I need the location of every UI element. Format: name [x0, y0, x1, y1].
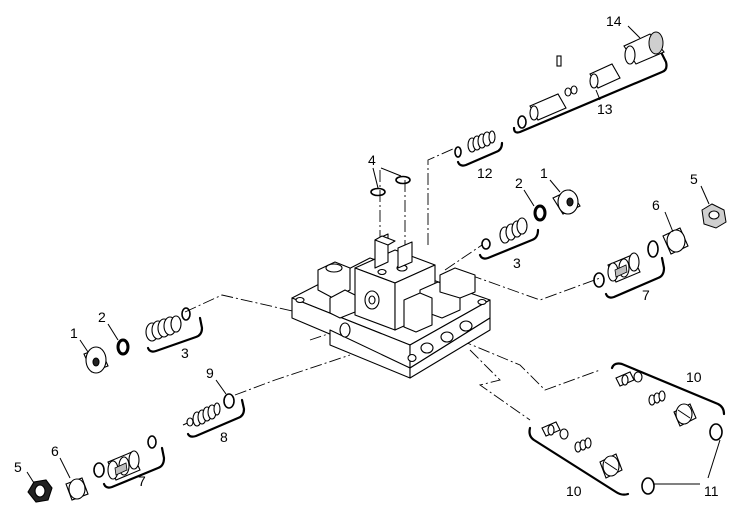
- label-8: 8: [220, 429, 228, 445]
- valve-spool-right: [607, 252, 641, 283]
- spring-left: [145, 315, 182, 342]
- upper-plug-assembly: [615, 371, 697, 427]
- label-2-right: 2: [515, 175, 523, 191]
- top-right-group: [454, 25, 668, 167]
- label-5-left: 5: [14, 459, 22, 475]
- label-6-right: 6: [652, 197, 660, 213]
- right-lower-group: [528, 362, 726, 496]
- label-4-top: 4: [368, 152, 376, 168]
- center-right-spring-group: [478, 179, 581, 260]
- center-top-orings: [370, 167, 411, 197]
- label-2-left: 2: [98, 309, 106, 325]
- label-12: 12: [477, 165, 493, 181]
- spring-center-right: [499, 217, 528, 244]
- spring-12: [467, 130, 496, 153]
- label-7-left: 7: [138, 473, 146, 489]
- part-labels: 1 2 3 4 2 1 3 5 6 7 9 8 6 5 7 10 10 11 1…: [14, 13, 719, 499]
- label-14: 14: [606, 13, 622, 29]
- valve-spool-left: [107, 450, 141, 481]
- label-3-right: 3: [513, 255, 521, 271]
- right-middle-group: [593, 185, 727, 299]
- label-13: 13: [597, 101, 613, 117]
- left-spring-group: [79, 307, 204, 374]
- lower-plug-assembly: [541, 421, 623, 479]
- label-9: 9: [206, 365, 214, 381]
- label-10-upper: 10: [686, 369, 702, 385]
- label-7-right: 7: [642, 287, 650, 303]
- label-5-right: 5: [690, 171, 698, 187]
- label-6-left: 6: [51, 443, 59, 459]
- label-10-lower: 10: [566, 483, 582, 499]
- label-3-left: 3: [181, 345, 189, 361]
- spring-spool-8: [182, 402, 221, 427]
- label-11: 11: [704, 483, 719, 499]
- label-1-left: 1: [70, 325, 78, 341]
- label-1-right: 1: [540, 165, 548, 181]
- valve-body: [291, 233, 491, 379]
- left-lower-group: [26, 379, 246, 503]
